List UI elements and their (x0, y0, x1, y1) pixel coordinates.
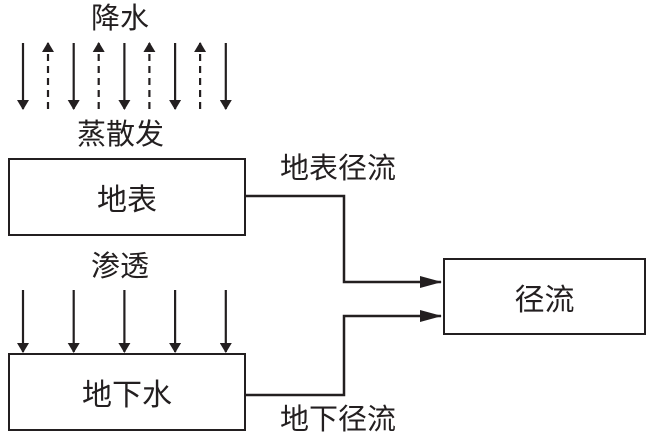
surface-box-label: 地表 (97, 183, 157, 218)
surface-runoff-label: 地表径流 (280, 151, 397, 185)
evapotranspiration-arrows (42, 42, 207, 109)
runoff-box-label: 径流 (514, 282, 575, 318)
evapotranspiration-label: 蒸散发 (77, 117, 165, 151)
infiltration-label: 渗透 (91, 249, 150, 283)
subsurface-runoff-connector (245, 310, 442, 397)
surface-box: 地表 (8, 158, 246, 236)
precipitation-label: 降水 (91, 1, 150, 35)
infiltration-arrows (17, 290, 232, 353)
subsurface-runoff-label: 地下径流 (280, 402, 397, 436)
precipitation-arrows (17, 43, 232, 110)
groundwater-box-label: 地下水 (82, 378, 172, 413)
groundwater-box: 地下水 (8, 353, 246, 431)
surface-runoff-connector (245, 194, 442, 288)
runoff-box: 径流 (443, 258, 646, 335)
